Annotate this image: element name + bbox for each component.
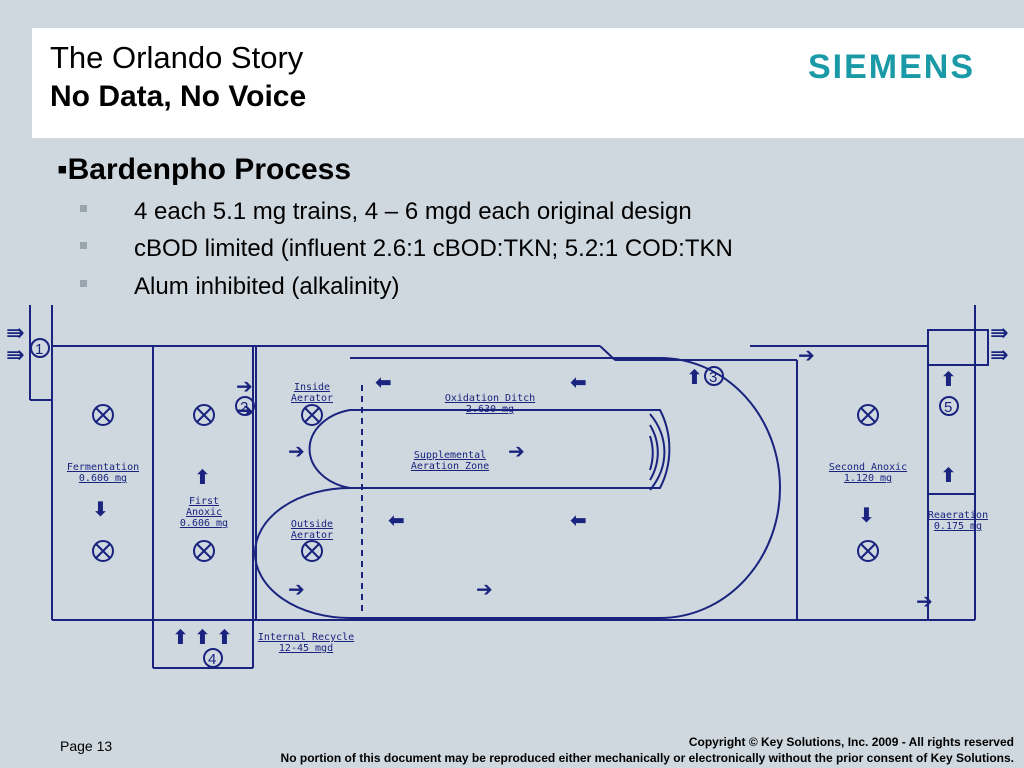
marker-number: 5 — [944, 399, 952, 416]
bardenpho-process-diagram: ⇛ ⇛ ➔ ➔ ➔ ➔ ⬅ ⬅ ⬅ ⬅ ➔ ➔ ➔ ⇛ ⇛ ➔ ⬆ ⬆ ⬆ ⬆ … — [6, 305, 1008, 669]
svg-text:⬆: ⬆ — [194, 465, 211, 489]
label-internal-recycle-rate: 12-45 mgd — [279, 643, 333, 654]
sub-bullet-text: 4 each 5.1 mg trains, 4 – 6 mgd each ori… — [134, 198, 692, 225]
svg-text:⬆: ⬆ — [940, 463, 957, 487]
sub-bullet: Alum inhibited (alkalinity) — [80, 273, 399, 301]
aerator-icon — [92, 404, 879, 562]
label-oxidation-ditch-volume: 2.630 mg — [466, 404, 514, 415]
flow-arrow-icon: ⇛ ⇛ ➔ ➔ ➔ ➔ ⬅ ⬅ ⬅ ⬅ ➔ ➔ ➔ ⇛ ⇛ ➔ ⬆ ⬆ ⬆ ⬆ … — [6, 321, 1008, 649]
svg-text:➔: ➔ — [916, 589, 933, 613]
label-internal-recycle: Internal Recycle — [258, 632, 354, 643]
label-first-anoxic: First — [189, 496, 219, 507]
svg-text:⬇: ⬇ — [92, 497, 109, 521]
marker-number: 4 — [208, 651, 216, 668]
svg-text:⬆: ⬆ — [940, 367, 957, 391]
label-oxidation-ditch: Oxidation Ditch — [445, 393, 535, 404]
header-bar: The Orlando Story No Data, No Voice SIEM… — [32, 28, 1024, 138]
svg-text:⇛: ⇛ — [990, 321, 1008, 346]
marker-number: 3 — [709, 369, 717, 386]
label-second-anoxic: Second Anoxic — [829, 462, 907, 473]
slide-title-line2: No Data, No Voice — [50, 80, 307, 113]
bullet-square-icon — [80, 280, 87, 288]
svg-text:⬅: ⬅ — [570, 508, 587, 532]
svg-text:⬆: ⬆ — [216, 625, 233, 649]
svg-text:➔: ➔ — [508, 439, 525, 463]
svg-text:➔: ➔ — [288, 577, 305, 601]
label-first-anoxic-volume: 0.606 mg — [180, 518, 228, 529]
svg-text:➔: ➔ — [288, 439, 305, 463]
svg-text:⇛: ⇛ — [6, 321, 24, 346]
label-outside-aerator: Outside — [291, 519, 333, 530]
marker-number: 1 — [35, 341, 43, 358]
copyright-notice: Copyright © Key Solutions, Inc. 2009 - A… — [281, 734, 1014, 766]
label-outside-aerator: Aerator — [291, 530, 333, 541]
label-inside-aerator: Inside — [294, 382, 330, 393]
label-inside-aerator: Aerator — [291, 393, 333, 404]
label-fermentation: Fermentation — [67, 462, 139, 473]
bullet-square-icon — [80, 205, 87, 213]
svg-text:➔: ➔ — [476, 577, 493, 601]
svg-text:⇛: ⇛ — [6, 343, 24, 368]
slide-title-line1: The Orlando Story — [50, 40, 304, 75]
svg-text:➔: ➔ — [798, 343, 815, 367]
label-first-anoxic: Anoxic — [186, 507, 222, 518]
bullet-square-icon — [80, 242, 87, 250]
sub-bullet: cBOD limited (influent 2.6:1 cBOD:TKN; 5… — [80, 235, 733, 263]
sub-bullet-text: Alum inhibited (alkalinity) — [134, 273, 400, 300]
svg-text:⬅: ⬅ — [570, 370, 587, 394]
copyright-line: Copyright © Key Solutions, Inc. 2009 - A… — [688, 735, 1014, 749]
svg-text:⬆: ⬆ — [194, 625, 211, 649]
sub-bullet-text: cBOD limited (influent 2.6:1 cBOD:TKN; 5… — [134, 235, 733, 262]
svg-text:⬆: ⬆ — [172, 625, 189, 649]
label-fermentation-volume: 0.606 mg — [79, 473, 127, 484]
marker-number: 2 — [240, 399, 248, 416]
svg-text:⬅: ⬅ — [375, 370, 392, 394]
svg-text:➔: ➔ — [236, 374, 253, 398]
page-number: Page 13 — [60, 738, 113, 754]
label-supplemental-aeration: Aeration Zone — [411, 461, 489, 472]
reproduction-notice: No portion of this document may be repro… — [280, 751, 1014, 765]
svg-text:⇛: ⇛ — [990, 343, 1008, 368]
svg-text:⬅: ⬅ — [388, 508, 405, 532]
svg-text:➔: ➔ — [236, 398, 253, 422]
label-second-anoxic-volume: 1.120 mg — [844, 473, 892, 484]
label-reaeration: Reaeration — [928, 510, 988, 521]
main-bullet: ▪Bardenpho Process — [57, 153, 352, 186]
svg-text:⬇: ⬇ — [858, 503, 875, 527]
sub-bullet: 4 each 5.1 mg trains, 4 – 6 mgd each ori… — [80, 198, 692, 226]
svg-text:⬆: ⬆ — [686, 365, 703, 389]
siemens-logo: SIEMENS — [808, 48, 976, 86]
label-supplemental-aeration: Supplemental — [414, 450, 486, 461]
label-reaeration-volume: 0.175 mg — [934, 521, 982, 532]
